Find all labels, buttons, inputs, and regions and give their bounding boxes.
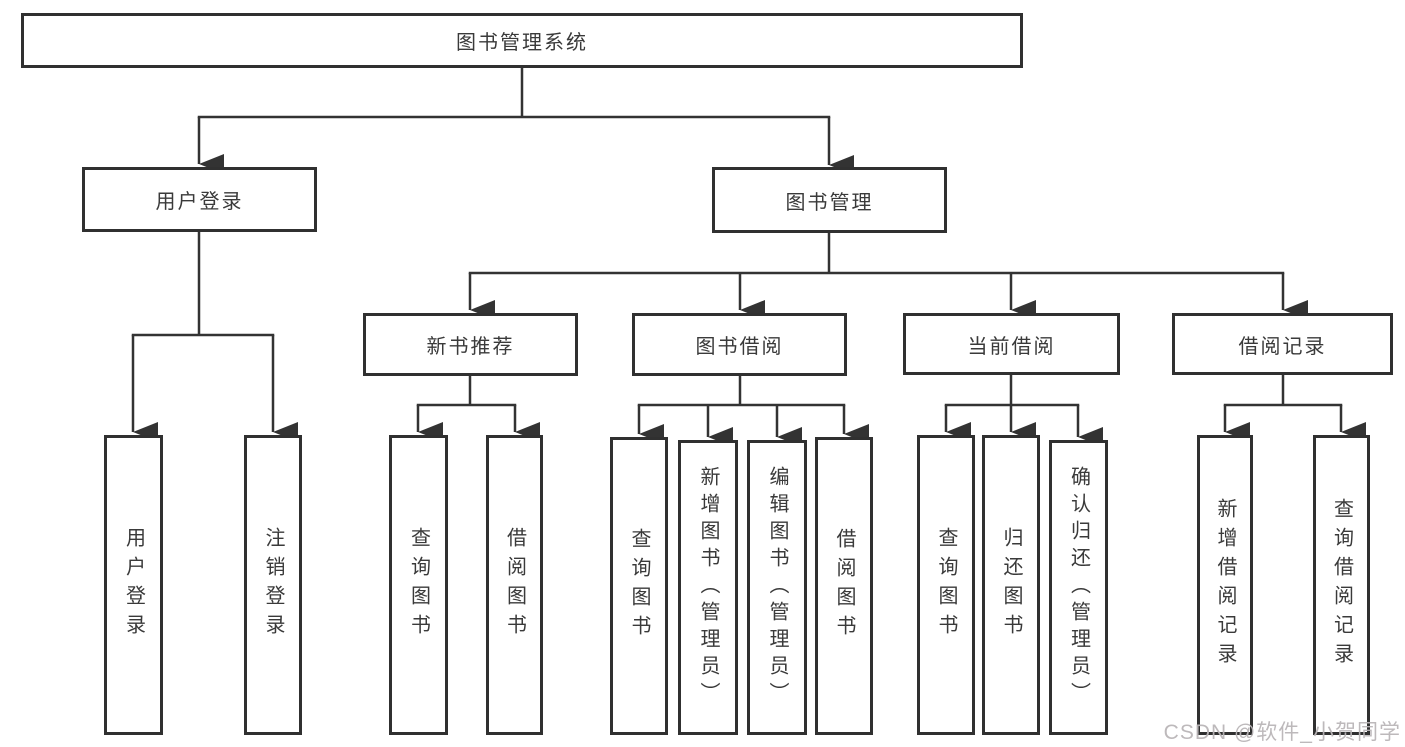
node-new-book-recommendation: 新书推荐 (363, 313, 578, 376)
node-current-borrowing: 当前借阅 (903, 313, 1120, 375)
leaf-bb-query-books-label: 查询图书 (628, 528, 650, 644)
leaf-cb-confirm-return-admin: 确认归还（管理员） (1049, 440, 1108, 735)
leaf-bb-borrow-books-label: 借阅图书 (833, 528, 855, 644)
leaf-bb-edit-books-admin: 编辑图书（管理员） (747, 440, 807, 735)
leaf-nbr-query-books: 查询图书 (389, 435, 448, 735)
leaf-nbr-borrow-books: 借阅图书 (486, 435, 543, 735)
leaf-bb-borrow-books: 借阅图书 (815, 437, 873, 735)
node-book-management: 图书管理 (712, 167, 947, 233)
leaf-nbr-borrow-books-label: 借阅图书 (503, 527, 526, 643)
leaf-bb-add-books-admin: 新增图书（管理员） (678, 440, 738, 735)
node-user-login-label: 用户登录 (155, 191, 244, 213)
node-root: 图书管理系统 (21, 13, 1023, 68)
leaf-bb-query-books: 查询图书 (610, 437, 668, 735)
leaf-bb-add-books-admin-label: 新增图书（管理员） (697, 466, 719, 709)
leaf-cb-return-books: 归还图书 (982, 435, 1040, 735)
leaf-cb-confirm-return-admin-label: 确认归还（管理员） (1067, 466, 1090, 709)
leaf-logout: 注销登录 (244, 435, 302, 735)
node-current-borrowing-label: 当前借阅 (967, 335, 1056, 358)
leaf-logout-label: 注销登录 (262, 527, 284, 643)
leaf-user-login-label: 用户登录 (122, 527, 145, 643)
leaf-cb-return-books-label: 归还图书 (1000, 527, 1022, 643)
node-book-management-label: 图书管理 (785, 191, 874, 214)
node-root-label: 图书管理系统 (456, 32, 588, 54)
node-new-book-recommendation-label: 新书推荐 (426, 336, 515, 358)
node-borrowing-records: 借阅记录 (1172, 313, 1393, 375)
leaf-bb-edit-books-admin-label: 编辑图书（管理员） (766, 466, 788, 709)
leaf-br-add-record-label: 新增借阅记录 (1214, 498, 1236, 672)
node-user-login: 用户登录 (82, 167, 317, 232)
node-book-borrowing: 图书借阅 (632, 313, 847, 376)
node-borrowing-records-label: 借阅记录 (1238, 335, 1327, 358)
leaf-cb-query-books: 查询图书 (917, 435, 975, 735)
csdn-watermark: CSDN @软件_小贺同学 (1163, 721, 1401, 744)
leaf-br-query-record: 查询借阅记录 (1313, 435, 1370, 735)
leaf-cb-query-books-label: 查询图书 (935, 527, 957, 643)
leaf-nbr-query-books-label: 查询图书 (407, 527, 430, 643)
leaf-user-login: 用户登录 (104, 435, 163, 735)
leaf-br-add-record: 新增借阅记录 (1197, 435, 1253, 735)
node-book-borrowing-label: 图书借阅 (695, 336, 784, 358)
leaf-br-query-record-label: 查询借阅记录 (1330, 498, 1353, 672)
